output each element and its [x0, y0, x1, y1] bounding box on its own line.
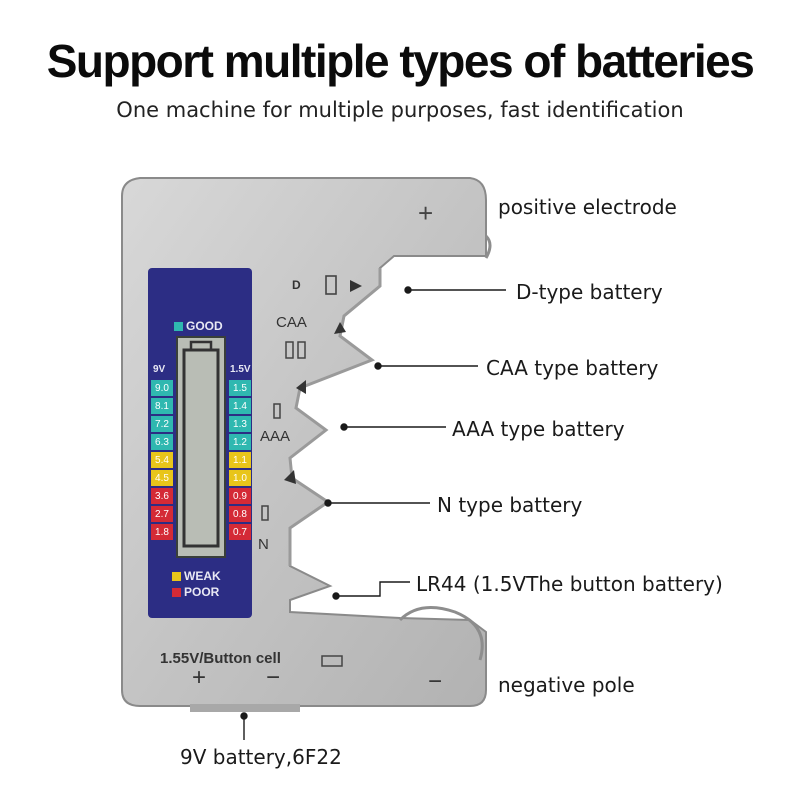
slot-label-n: N — [258, 536, 269, 553]
caa-arrow-icon — [334, 322, 346, 334]
good-legend-label: GOOD — [186, 319, 223, 333]
slot-label-aaa: AAA — [260, 428, 291, 445]
caa-battery-glyph-1 — [285, 341, 294, 359]
page-subtitle: One machine for multiple purposes, fast … — [116, 98, 684, 122]
nine-volt-scale-cell: 7.2 — [151, 416, 173, 432]
page-title: Support multiple types of batteries — [46, 35, 755, 87]
one-point-five-volt-scale-cell: 1.4 — [229, 398, 251, 414]
nine-volt-scale-cell: 9.0 — [151, 380, 173, 396]
poor-legend-swatch — [172, 588, 181, 597]
good-legend-swatch — [174, 322, 183, 331]
nine-volt-scale-cell: 3.6 — [151, 488, 173, 504]
d-arrow-icon — [350, 280, 362, 292]
callout-d-type: D-type battery — [516, 280, 663, 304]
button-cell-glyph — [321, 655, 343, 667]
slot-label-caa: CAA — [276, 314, 307, 331]
callout-negative-pole: negative pole — [498, 673, 635, 697]
nine-volt-scale-cell: 6.3 — [151, 434, 173, 450]
nine-volt-header: 9V — [153, 364, 166, 375]
one-point-five-volt-scale-cell: 0.7 — [229, 524, 251, 540]
button-cell-label: 1.55V/Button cell — [160, 650, 281, 667]
nine-volt-scale-cell: 2.7 — [151, 506, 173, 522]
positive-terminal-sign: + — [418, 198, 434, 228]
nine-volt-scale-cell: 1.8 — [151, 524, 173, 540]
nine-volt-scale-cell: 4.5 — [151, 470, 173, 486]
weak-legend-swatch — [172, 572, 181, 581]
one-point-five-volt-scale-cell: 1.2 — [229, 434, 251, 450]
minus-bottom-left-sign: − — [266, 664, 281, 691]
callout-caa-type: CAA type battery — [486, 356, 659, 380]
nine-volt-scale-cell: 8.1 — [151, 398, 173, 414]
n-arrow-icon — [284, 470, 296, 484]
callout-nine-volt: 9V battery,6F22 — [180, 745, 342, 769]
lcd-display — [176, 336, 226, 558]
one-point-five-volt-scale-cell: 0.9 — [229, 488, 251, 504]
one-point-five-volt-header: 1.5V — [230, 364, 251, 375]
d-battery-glyph — [325, 275, 337, 295]
weak-legend-label: WEAK — [184, 569, 221, 583]
n-battery-glyph — [261, 505, 269, 521]
one-point-five-volt-scale-cell: 0.8 — [229, 506, 251, 522]
slot-label-d: D — [292, 278, 301, 292]
poor-legend-label: POOR — [184, 585, 220, 599]
callout-lr44: LR44 (1.5VThe button battery) — [416, 572, 723, 596]
callout-aaa-type: AAA type battery — [452, 417, 625, 441]
top-spring-contact — [484, 234, 492, 259]
aaa-arrow-icon — [296, 380, 306, 394]
callout-positive-electrode: positive electrode — [498, 195, 677, 219]
minus-bottom-right-sign: − — [428, 668, 443, 695]
aaa-battery-glyph — [273, 403, 281, 419]
plus-bottom-sign: + — [192, 664, 207, 691]
one-point-five-volt-scale-cell: 1.5 — [229, 380, 251, 396]
bottom-spring-contact — [398, 606, 484, 661]
callout-n-type: N type battery — [437, 493, 583, 517]
one-point-five-volt-scale-cell: 1.0 — [229, 470, 251, 486]
nine-volt-scale-cell: 5.4 — [151, 452, 173, 468]
caa-battery-glyph-2 — [297, 341, 306, 359]
one-point-five-volt-scale-cell: 1.1 — [229, 452, 251, 468]
nine-volt-contacts — [190, 704, 300, 712]
one-point-five-volt-scale-cell: 1.3 — [229, 416, 251, 432]
lcd-battery-outline-icon — [182, 340, 220, 548]
